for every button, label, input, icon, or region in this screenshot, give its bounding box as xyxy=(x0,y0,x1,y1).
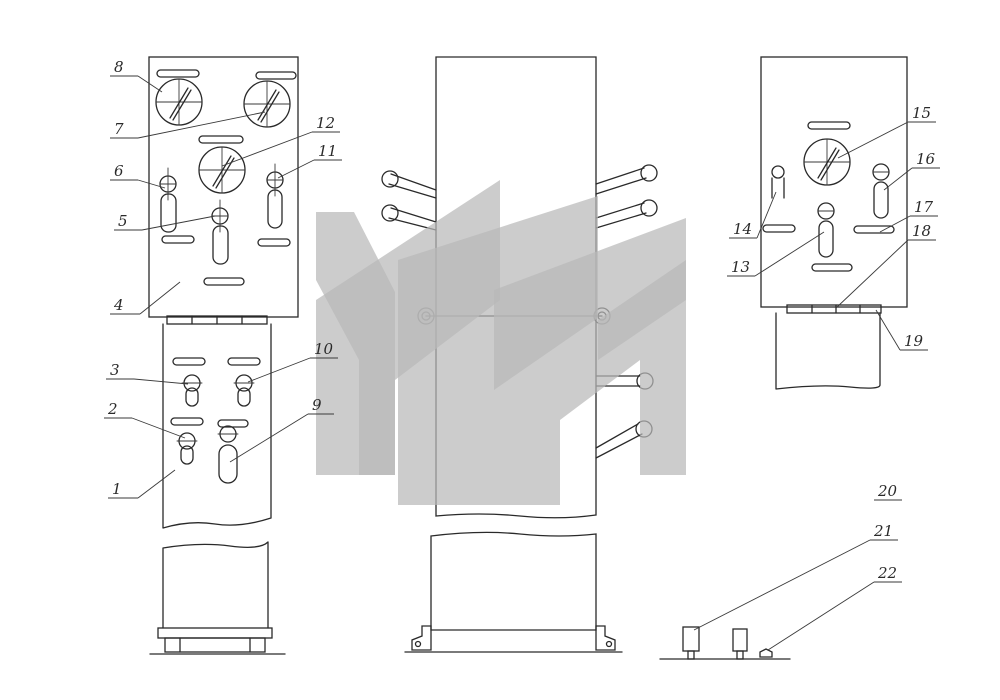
leader-line xyxy=(131,417,186,439)
panel-slots xyxy=(762,121,895,272)
callout-label-4: 4 xyxy=(113,296,124,314)
hinge-icon xyxy=(786,304,882,314)
gauge-icon xyxy=(803,138,851,186)
leader-line xyxy=(835,239,909,309)
leader-line xyxy=(137,179,166,189)
gauge-icon xyxy=(243,80,291,128)
valve-handle-icon xyxy=(771,165,785,199)
callout-label-5: 5 xyxy=(118,212,128,230)
lever-icon xyxy=(381,170,437,199)
leader-line xyxy=(247,357,311,383)
column-body xyxy=(435,56,597,519)
upper-control-panel xyxy=(148,56,299,318)
leader-line xyxy=(137,469,176,499)
hinge-icon xyxy=(166,315,268,325)
lower-body xyxy=(162,323,272,529)
left-view xyxy=(148,56,299,655)
callout-label-20: 20 xyxy=(877,482,898,500)
leader-line xyxy=(875,309,901,351)
valve-handle-icon xyxy=(159,167,177,233)
leader-line xyxy=(837,121,909,159)
callout-label-22: 22 xyxy=(877,564,897,582)
callout-label-21: 21 xyxy=(873,522,893,540)
knurled-knob-icon xyxy=(732,628,748,660)
leader-line xyxy=(133,378,189,385)
leader-line xyxy=(141,215,216,231)
leader-line xyxy=(883,167,913,191)
leader-line xyxy=(879,215,911,233)
leader-line xyxy=(221,131,313,167)
knurled-knob-icon xyxy=(682,626,700,660)
leader-line xyxy=(754,231,825,277)
callout-label-3: 3 xyxy=(110,361,120,379)
base-feet xyxy=(404,625,623,653)
callout-label-17: 17 xyxy=(914,198,934,216)
callout-label-11: 11 xyxy=(318,142,337,160)
right-lower-body xyxy=(775,312,881,390)
valve-handle-icon xyxy=(233,374,255,407)
callout-label-6: 6 xyxy=(114,162,124,180)
slot xyxy=(170,417,204,426)
callout-label-18: 18 xyxy=(912,222,931,240)
leader-line xyxy=(137,75,163,93)
valve-handle-icon xyxy=(266,163,284,229)
callout-label-1: 1 xyxy=(112,480,122,498)
slot xyxy=(227,357,261,366)
gauge-icon xyxy=(198,146,246,194)
leader-line xyxy=(693,539,871,631)
valve-handle-icon xyxy=(817,202,835,258)
panel-slots xyxy=(156,69,297,286)
valve-handle-icon xyxy=(176,432,198,465)
base-plate xyxy=(149,627,286,655)
leader-line xyxy=(139,281,181,315)
leader-lines xyxy=(104,75,940,651)
callout-label-2: 2 xyxy=(107,400,118,418)
valve-handle-icon xyxy=(217,425,239,484)
callout-label-8: 8 xyxy=(114,58,124,76)
callout-label-19: 19 xyxy=(904,332,924,350)
slot xyxy=(172,357,206,366)
mm-logo-watermark-icon xyxy=(316,180,686,505)
callout-label-15: 15 xyxy=(912,104,931,122)
callout-label-14: 14 xyxy=(733,220,752,238)
right-control-panel xyxy=(760,56,908,308)
leader-line xyxy=(229,413,309,463)
valve-handle-icon xyxy=(872,163,890,219)
callout-label-9: 9 xyxy=(312,396,322,414)
callout-label-13: 13 xyxy=(731,258,750,276)
callout-label-7: 7 xyxy=(114,120,124,138)
small-parts xyxy=(659,626,791,660)
lever-icon xyxy=(595,199,658,229)
lever-icon xyxy=(381,204,437,231)
callout-label-10: 10 xyxy=(314,340,334,358)
lower-column xyxy=(430,531,597,631)
right-view xyxy=(760,56,908,390)
gauge-icon xyxy=(155,78,203,126)
callout-label-12: 12 xyxy=(316,114,335,132)
valve-handle-icon xyxy=(181,374,203,407)
leader-line xyxy=(767,581,875,651)
leader-line xyxy=(137,111,266,139)
slot xyxy=(217,419,249,428)
leader-line xyxy=(756,191,777,239)
callout-label-16: 16 xyxy=(916,150,936,168)
lever-icon xyxy=(595,164,658,195)
cap-icon xyxy=(759,648,773,658)
base-section xyxy=(162,541,269,629)
leader-line xyxy=(277,159,315,179)
valve-handle-icon xyxy=(211,199,229,265)
